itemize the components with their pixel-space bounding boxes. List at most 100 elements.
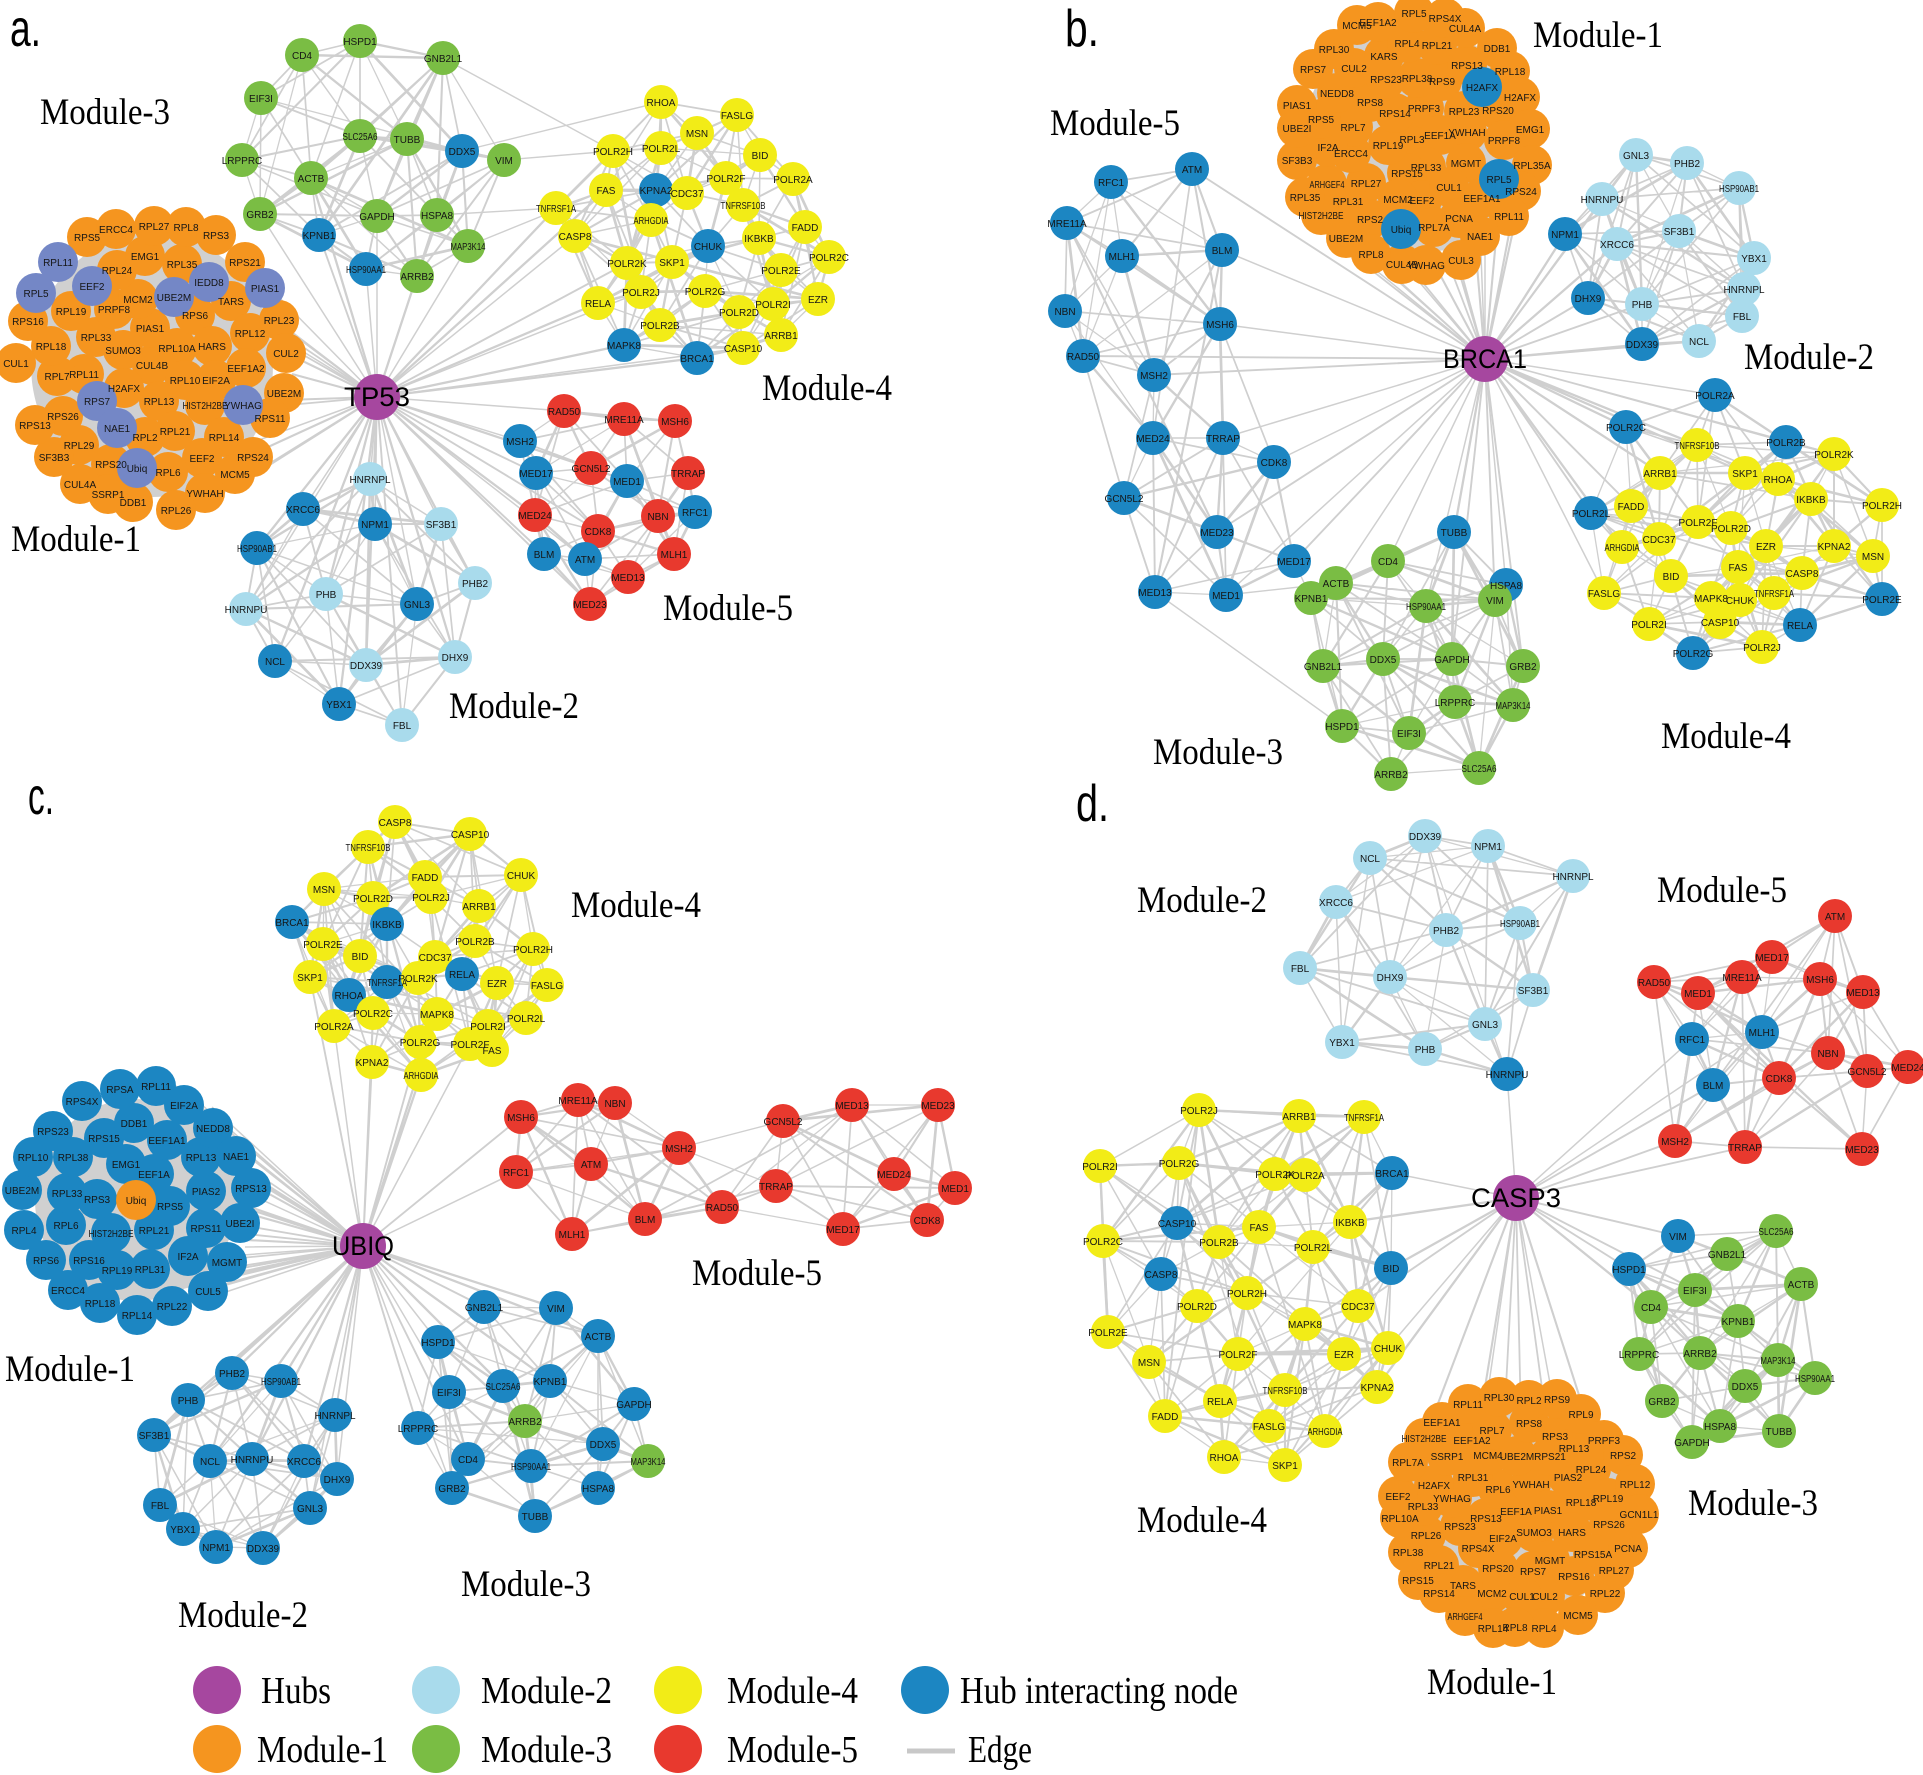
- svg-text:RPL26: RPL26: [1411, 1531, 1442, 1542]
- svg-text:GRB2: GRB2: [1509, 662, 1537, 673]
- svg-text:BLM: BLM: [1703, 1081, 1724, 1092]
- svg-text:POLR2J: POLR2J: [1743, 643, 1781, 654]
- svg-text:KPNB1: KPNB1: [303, 231, 336, 242]
- svg-text:GCN5L2: GCN5L2: [764, 1117, 803, 1128]
- svg-text:ATM: ATM: [581, 1160, 601, 1171]
- svg-text:DDX5: DDX5: [449, 147, 476, 158]
- svg-text:SF3B1: SF3B1: [139, 1431, 170, 1442]
- svg-text:ARRB2: ARRB2: [400, 272, 434, 283]
- svg-text:Ubiq: Ubiq: [127, 464, 148, 475]
- svg-text:RPL18: RPL18: [36, 342, 67, 353]
- svg-text:CASP10: CASP10: [451, 830, 490, 841]
- svg-text:MRE11A: MRE11A: [558, 1096, 598, 1107]
- svg-text:PHB2: PHB2: [219, 1369, 246, 1380]
- svg-text:GCN5L2: GCN5L2: [1848, 1067, 1887, 1078]
- svg-text:SKP1: SKP1: [297, 973, 323, 984]
- svg-text:PIAS2: PIAS2: [1554, 1473, 1583, 1484]
- svg-text:HSP90AB1: HSP90AB1: [237, 544, 277, 555]
- svg-text:MLH1: MLH1: [661, 550, 688, 561]
- svg-text:YWHAH: YWHAH: [1512, 1480, 1549, 1491]
- svg-text:HIST2H2BE: HIST2H2BE: [1402, 1434, 1447, 1445]
- svg-text:CD4: CD4: [292, 51, 312, 62]
- svg-text:RPL38: RPL38: [1402, 74, 1433, 85]
- svg-text:NPM1: NPM1: [202, 1543, 230, 1554]
- svg-text:YBX1: YBX1: [1741, 254, 1767, 265]
- svg-text:DDX39: DDX39: [247, 1544, 280, 1555]
- svg-text:MSH2: MSH2: [1661, 1137, 1689, 1148]
- svg-text:RELA: RELA: [1787, 621, 1813, 632]
- svg-text:RPL21: RPL21: [160, 427, 191, 438]
- svg-text:Module-3: Module-3: [461, 1564, 591, 1605]
- svg-text:POLR2B: POLR2B: [1199, 1238, 1239, 1249]
- svg-text:KPNA2: KPNA2: [1818, 542, 1851, 553]
- svg-text:NAE1: NAE1: [104, 424, 131, 435]
- svg-text:TNFRSF1A: TNFRSF1A: [1754, 589, 1794, 600]
- svg-text:LRPPRC: LRPPRC: [222, 156, 263, 167]
- svg-text:Module-1: Module-1: [11, 519, 141, 560]
- svg-text:MED24: MED24: [877, 1170, 911, 1181]
- svg-text:GNL3: GNL3: [404, 600, 431, 611]
- svg-text:RPL30: RPL30: [1484, 1393, 1515, 1404]
- svg-text:RPS13: RPS13: [19, 421, 51, 432]
- svg-text:RHOA: RHOA: [647, 98, 676, 109]
- svg-text:DDX39: DDX39: [1626, 340, 1659, 351]
- svg-text:PHB: PHB: [1632, 300, 1653, 311]
- svg-text:RPS15: RPS15: [88, 1134, 120, 1145]
- svg-text:POLR2G: POLR2G: [1673, 649, 1714, 660]
- svg-text:EZR: EZR: [1334, 1350, 1354, 1361]
- svg-text:FASLG: FASLG: [1253, 1422, 1285, 1433]
- svg-text:EEF2: EEF2: [79, 282, 104, 293]
- svg-text:CUL4B: CUL4B: [136, 361, 169, 372]
- svg-text:HSPA8: HSPA8: [1490, 581, 1522, 592]
- svg-text:MAPK8: MAPK8: [607, 341, 641, 352]
- svg-text:MED17: MED17: [1755, 953, 1789, 964]
- svg-text:SF3B1: SF3B1: [1664, 227, 1695, 238]
- svg-text:CASP10: CASP10: [1158, 1219, 1197, 1230]
- svg-text:CD4: CD4: [458, 1455, 478, 1466]
- svg-text:RPL35: RPL35: [167, 260, 198, 271]
- svg-text:RFC1: RFC1: [503, 1168, 530, 1179]
- svg-text:MRE11A: MRE11A: [1722, 973, 1762, 984]
- svg-text:CASP8: CASP8: [1145, 1270, 1178, 1281]
- svg-text:EIF3I: EIF3I: [437, 1388, 461, 1399]
- svg-text:HSPD1: HSPD1: [1325, 722, 1359, 733]
- svg-text:EEF2: EEF2: [189, 454, 214, 465]
- svg-text:POLR2J: POLR2J: [1180, 1106, 1218, 1117]
- svg-text:EEF1A1: EEF1A1: [1423, 1418, 1461, 1429]
- svg-text:SKP1: SKP1: [1272, 1461, 1298, 1472]
- svg-text:BRCA1: BRCA1: [680, 354, 714, 365]
- svg-text:FBL: FBL: [1291, 964, 1310, 975]
- svg-text:RPS2: RPS2: [1357, 215, 1384, 226]
- svg-text:RPS16: RPS16: [73, 1256, 105, 1267]
- svg-text:CDK8: CDK8: [914, 1216, 941, 1227]
- svg-text:RAD50: RAD50: [1067, 352, 1100, 363]
- svg-text:DDB1: DDB1: [121, 1119, 148, 1130]
- svg-text:RELA: RELA: [1207, 1397, 1233, 1408]
- svg-text:EEF1A: EEF1A: [138, 1170, 170, 1181]
- svg-text:RPS13: RPS13: [235, 1184, 267, 1195]
- svg-text:GAPDH: GAPDH: [616, 1400, 652, 1411]
- svg-text:RPL4: RPL4: [1394, 39, 1419, 50]
- svg-text:FBL: FBL: [151, 1501, 170, 1512]
- svg-text:IKBKB: IKBKB: [1796, 495, 1826, 506]
- svg-text:TRRAP: TRRAP: [1728, 1143, 1762, 1154]
- svg-text:MLH1: MLH1: [1109, 252, 1136, 263]
- svg-text:POLR2E: POLR2E: [303, 940, 343, 951]
- svg-text:POLR2A: POLR2A: [1285, 1171, 1325, 1182]
- svg-text:FASLG: FASLG: [721, 111, 753, 122]
- svg-text:HIST2H2BE: HIST2H2BE: [1299, 211, 1344, 222]
- svg-text:UBE2M: UBE2M: [1500, 1452, 1534, 1463]
- svg-text:Module-4: Module-4: [727, 1670, 858, 1712]
- svg-text:POLR2D: POLR2D: [719, 308, 759, 319]
- svg-text:HNRNPU: HNRNPU: [231, 1455, 274, 1466]
- svg-text:EZR: EZR: [487, 979, 507, 990]
- svg-text:PIAS2: PIAS2: [192, 1187, 221, 1198]
- svg-text:RPL31: RPL31: [1458, 1473, 1489, 1484]
- svg-text:CHUK: CHUK: [1726, 596, 1755, 607]
- svg-text:XRCC6: XRCC6: [1319, 898, 1353, 909]
- svg-text:PHB: PHB: [316, 590, 337, 601]
- svg-text:RPL6: RPL6: [155, 468, 180, 479]
- svg-text:POLR2H: POLR2H: [593, 147, 633, 158]
- svg-text:RHOA: RHOA: [1764, 475, 1793, 486]
- svg-text:ARRB1: ARRB1: [462, 902, 496, 913]
